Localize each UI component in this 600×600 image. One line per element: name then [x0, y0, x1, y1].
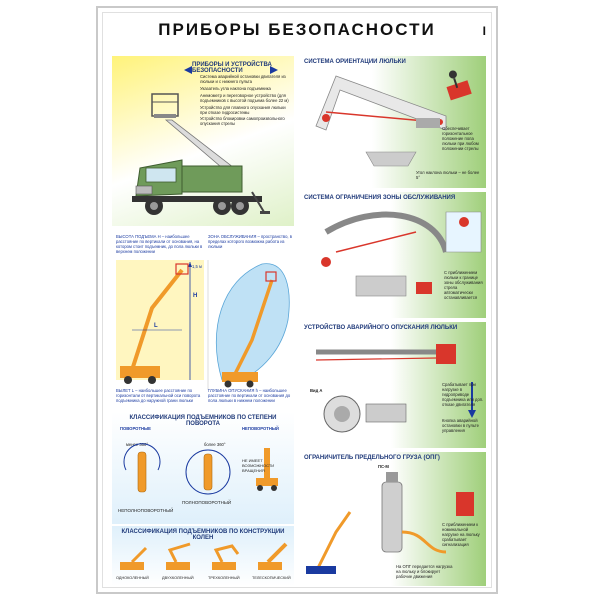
zone-text: ЗОНА ОБСЛУЖИВАНИЯ – пространство, в пред… — [208, 234, 292, 249]
emergency-note-2: Кнопка аварийной остановки в пульте упра… — [442, 418, 479, 433]
load-note: С приближением к номинальной нагрузке на… — [442, 522, 480, 547]
rotation-panel-title: КЛАССИФИКАЦИЯ ПОДЪЕМНИКОВ ПО СТЕПЕНИ ПОВ… — [129, 415, 277, 427]
orientation-panel-title: СИСТЕМА ОРИЕНТАЦИИ ЛЮЛЬКИ — [304, 59, 406, 65]
orientation-bottom-note: Угол наклона люльки – не более 5° — [416, 170, 480, 180]
rotation-angle-2: более 360° — [204, 442, 226, 447]
depth-text: ГЛУБИНА ОПУСКАНИЯ h – наибольшее расстоя… — [208, 388, 291, 403]
devices-item-5: Устройство блокировки самопроизвольного … — [200, 116, 285, 126]
label-l: L — [154, 323, 158, 329]
knee-two — [166, 542, 191, 570]
zone-note: С приближением люльки к границе зоны обс… — [444, 270, 483, 300]
knees-diagram — [120, 542, 288, 570]
knee-tele — [258, 542, 288, 570]
label-lm: 1,5 м — [192, 264, 202, 269]
label-h: H — [193, 293, 198, 299]
poster-frame — [102, 12, 492, 588]
knee-three — [212, 544, 240, 570]
emergency-diagram — [315, 344, 476, 433]
rotation-panel: КЛАССИФИКАЦИЯ ПОДЪЕМНИКОВ ПО СТЕПЕНИ ПОВ… — [112, 412, 294, 524]
load-bottom-note: На ОПГ передается нагрузка на люльку и б… — [396, 564, 453, 579]
devices-panel: ПРИБОРЫ И УСТРОЙСТВА БЕЗОПАСНОСТИ Систем… — [112, 56, 294, 226]
knees-panel: КЛАССИФИКАЦИЯ ПОДЪЕМНИКОВ ПО КОНСТРУКЦИИ… — [112, 526, 294, 586]
zone-diagram — [321, 211, 482, 297]
emergency-note: Срабатывает при нагрузке в гидроприводе … — [442, 382, 484, 407]
devices-item-2: Указатель угла наклона подъемника — [200, 86, 271, 91]
orientation-panel: СИСТЕМА ОРИЕНТАЦИИ ЛЮЛЬКИ Обеспечивает г… — [296, 56, 486, 188]
load-panel-title: ОГРАНИЧИТЕЛЬ ПРЕДЕЛЬНОГО ГРУЗА (ОПГ) — [304, 455, 440, 461]
knees-caption-1: ОДНОКОЛЕННЫЙ — [116, 576, 149, 580]
safety-poster: ПРИБОРЫ БЕЗОПАСНОСТИ I ПРИБОРЫ И УСТРОЙС… — [96, 6, 498, 594]
rotation-caption-3: НЕ ИМЕЕТ ВОЗМОЖНОСТИ ВРАЩЕНИЯ — [242, 458, 275, 473]
devices-panel-title: ПРИБОРЫ И УСТРОЙСТВА БЕЗОПАСНОСТИ — [192, 62, 272, 74]
load-diagram — [306, 472, 474, 574]
knees-caption-4: ТЕЛЕСКОПИЧЕСКИЙ — [252, 576, 291, 580]
knees-caption-2: ДВУХКОЛЕННЫЙ — [162, 576, 194, 580]
load-device-label: ПС-М — [378, 464, 389, 469]
rotation-diagram — [123, 443, 278, 495]
devices-item-4: Устройство для плавного опускания люльки… — [200, 105, 286, 115]
truck-illustration — [132, 66, 278, 215]
emergency-panel: УСТРОЙСТВО АВАРИЙНОГО ОПУСКАНИЯ ЛЮЛЬКИ В… — [296, 322, 486, 448]
rotation-caption-2: ПОЛНОПОВОРОТНЫЙ — [182, 500, 232, 505]
knees-caption-3: ТРЕХКОЛЕННЫЙ — [208, 576, 240, 580]
devices-item-3: Анемометр и переговорное устройство (для… — [200, 93, 289, 103]
height-diagram — [116, 260, 290, 390]
reach-text: ВЫЛЕТ L – наибольшее расстояние по гориз… — [116, 388, 201, 403]
poster-number: I — [482, 24, 486, 38]
knees-panel-title: КЛАССИФИКАЦИЯ ПОДЪЕМНИКОВ ПО КОНСТРУКЦИИ… — [121, 529, 285, 541]
poster-title: ПРИБОРЫ БЕЗОПАСНОСТИ — [158, 20, 436, 39]
orientation-diagram — [315, 70, 472, 167]
zone-panel-title: СИСТЕМА ОГРАНИЧЕНИЯ ЗОНЫ ОБСЛУЖИВАНИЯ — [304, 195, 456, 201]
height-text: ВЫСОТА ПОДЪЕМА H – наибольшее расстояние… — [116, 234, 203, 254]
load-panel: ОГРАНИЧИТЕЛЬ ПРЕДЕЛЬНОГО ГРУЗА (ОПГ) ПС-… — [296, 452, 486, 586]
rotation-right-label: НЕПОВОРОТНЫЙ — [242, 426, 279, 431]
height-panel: ВЫСОТА ПОДЪЕМА H – наибольшее расстояние… — [112, 230, 294, 410]
knee-one — [120, 546, 148, 570]
emergency-panel-title: УСТРОЙСТВО АВАРИЙНОГО ОПУСКАНИЯ ЛЮЛЬКИ — [304, 325, 458, 331]
zone-panel: СИСТЕМА ОГРАНИЧЕНИЯ ЗОНЫ ОБСЛУЖИВАНИЯ С … — [296, 192, 486, 318]
emergency-sub-label: Вид А — [310, 388, 323, 393]
devices-item-1: Система аварийной остановки двигателя из… — [200, 74, 286, 84]
rotation-caption-1: НЕПОЛНОПОВОРОТНЫЙ — [118, 508, 174, 513]
rotation-left-label: ПОВОРОТНЫЕ — [120, 426, 151, 431]
orientation-note: Обеспечивает горизонтальное положение по… — [442, 126, 479, 151]
